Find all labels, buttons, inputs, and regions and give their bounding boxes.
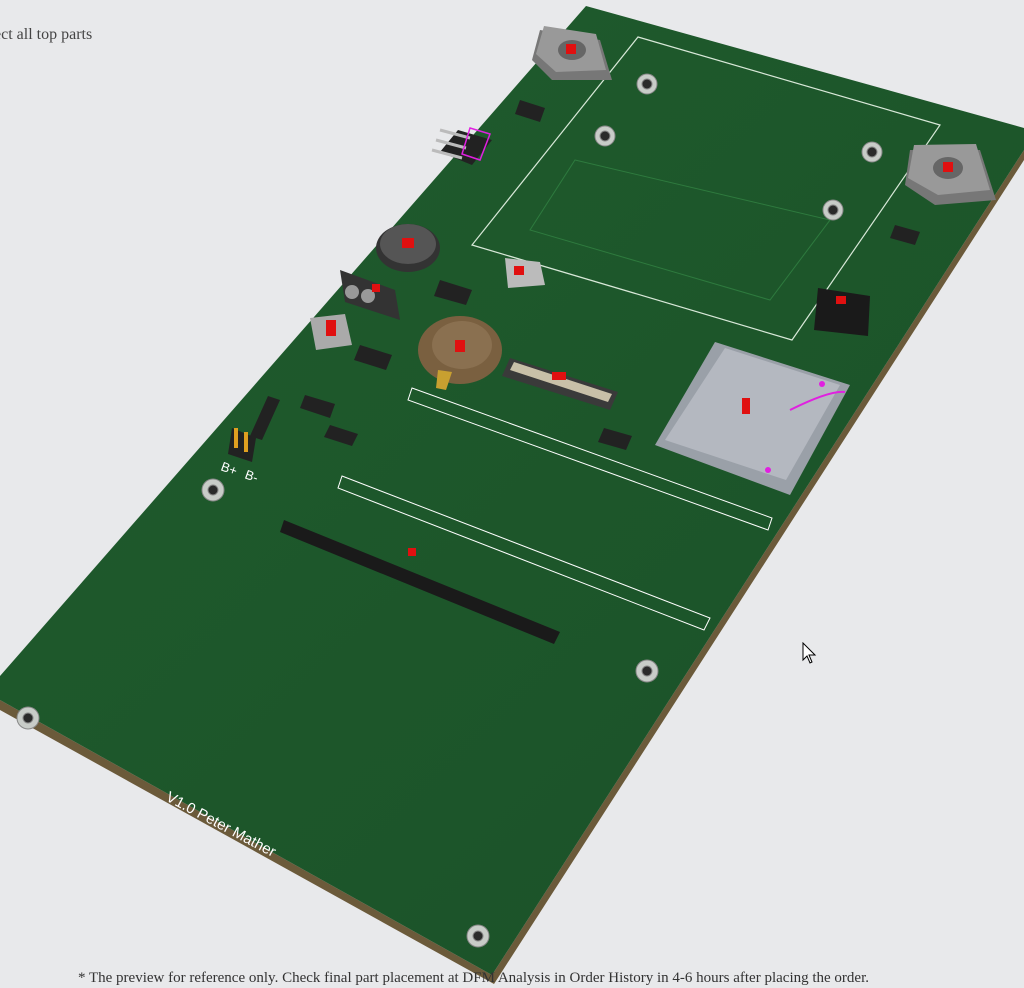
mouse-cursor-icon <box>802 642 817 664</box>
mounting-holes <box>16 73 883 948</box>
mounting-hole <box>466 924 490 948</box>
mounting-hole <box>861 141 883 163</box>
ic-chip <box>354 345 392 370</box>
ic-chips <box>250 100 920 450</box>
right-angle-header[interactable] <box>431 127 492 165</box>
push-button[interactable] <box>505 258 545 288</box>
sd-card-slot[interactable] <box>655 342 850 495</box>
buzzer-left[interactable] <box>532 26 612 80</box>
mounting-hole <box>594 125 616 147</box>
audio-jack[interactable] <box>340 270 400 320</box>
ic-chip <box>300 395 335 418</box>
ic-chip <box>598 428 632 450</box>
ic-chip <box>434 280 472 305</box>
pin-header-row-1 <box>407 387 773 531</box>
lcd-outline <box>470 36 941 341</box>
coin-cell-holder[interactable] <box>418 316 502 390</box>
ic-chip <box>890 225 920 245</box>
mounting-hole <box>636 73 658 95</box>
buzzer-right[interactable] <box>905 144 996 205</box>
male-pin-header[interactable] <box>280 520 560 644</box>
small-header[interactable] <box>814 288 870 336</box>
preview-disclaimer: * The preview for reference only. Check … <box>78 970 870 986</box>
usb-connector[interactable] <box>310 314 352 350</box>
pin-header-row-2 <box>337 475 711 631</box>
fpc-connector[interactable] <box>502 358 618 410</box>
ic-chip <box>250 396 280 440</box>
mounting-hole <box>635 659 659 683</box>
ic-chip <box>324 425 358 446</box>
pcb-board <box>0 6 1024 975</box>
select-all-top-parts-link[interactable]: ect all top parts <box>0 26 93 43</box>
mounting-hole <box>822 199 844 221</box>
battery-plus-label: B+ <box>219 459 239 479</box>
lcd-inner-outline <box>529 159 831 301</box>
battery-minus-label: B- <box>243 467 260 486</box>
battery-connector[interactable] <box>228 428 256 462</box>
mounting-hole <box>16 706 40 730</box>
rotary-encoder[interactable] <box>376 224 440 272</box>
mounting-hole <box>201 478 225 502</box>
ic-chip <box>515 100 545 122</box>
